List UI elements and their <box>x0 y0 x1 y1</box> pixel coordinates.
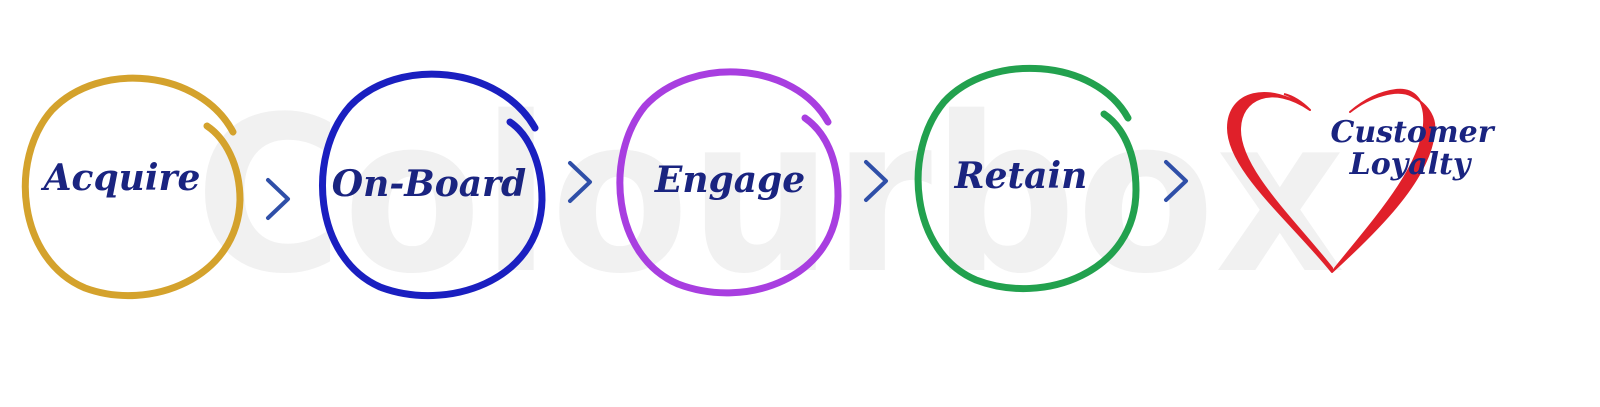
goal-label-line2: Loyalty <box>1349 147 1473 182</box>
goal-label-line1: Customer <box>1330 115 1495 150</box>
step-acquire-label: Acquire <box>41 157 201 199</box>
heart-icon <box>1227 88 1436 273</box>
goal-customer-loyalty: Customer Loyalty <box>1227 88 1496 273</box>
step-retain: Retain <box>914 64 1140 292</box>
step-engage-label: Engage <box>654 159 805 201</box>
step-acquire: Acquire <box>21 74 244 299</box>
chevron-right-icon <box>568 161 592 203</box>
step-acquire-circle <box>21 74 244 299</box>
step-engage: Engage <box>616 68 842 297</box>
chevron-right-icon <box>266 178 290 220</box>
watermark: Colourbox <box>195 70 1345 321</box>
chevron-right-icon <box>864 160 888 202</box>
step-retain-circle <box>914 64 1140 292</box>
step-engage-circle <box>616 68 842 297</box>
step-retain-label: Retain <box>954 155 1088 197</box>
chevron-right-icon <box>1164 160 1188 202</box>
step-on-board-circle <box>319 70 546 299</box>
step-on-board: On-Board <box>319 70 546 299</box>
step-on-board-label: On-Board <box>332 163 526 205</box>
